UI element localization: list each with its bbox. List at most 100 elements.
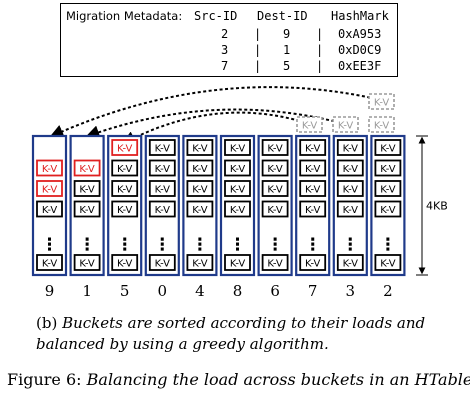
bucket-id-label: 3 — [346, 282, 356, 300]
kv-label: K-V — [192, 205, 208, 216]
row-2-separator: | — [254, 43, 262, 57]
kv-cell — [374, 139, 402, 156]
kv-cell — [148, 139, 176, 156]
ellipsis-dots: ⋮ — [379, 235, 396, 255]
header-src-id: Src-ID — [194, 9, 238, 23]
ghost-kv-label: K-V — [302, 121, 318, 132]
bucket-id-label: 5 — [120, 282, 130, 300]
kv-cell — [73, 254, 101, 271]
migration-arrow — [121, 111, 311, 145]
bucket-id-label: 7 — [308, 282, 318, 300]
kv-label: K-V — [380, 259, 396, 270]
kv-cell — [36, 200, 63, 218]
kv-label: K-V — [155, 185, 171, 196]
kv-label: K-V — [305, 144, 321, 155]
kv-label: K-V — [267, 185, 283, 196]
kv-label: K-V — [267, 205, 283, 216]
bucket-id-label: 9 — [45, 282, 55, 300]
kv-cell — [336, 180, 364, 197]
kv-cell — [186, 254, 214, 271]
kv-label: K-V — [267, 259, 283, 270]
kv-label: K-V — [305, 259, 321, 270]
kv-cell — [148, 254, 176, 271]
migration-metadata-table: Migration Metadata: Src-ID Dest-ID HashM… — [60, 3, 398, 77]
kv-cell — [111, 200, 139, 218]
migrated-kv-cell — [36, 159, 63, 177]
migration-arrow — [49, 86, 382, 138]
ellipsis-dots: ⋮ — [116, 235, 133, 255]
ellipsis-dots: ⋮ — [154, 235, 171, 255]
header-hashmark: HashMark — [331, 9, 389, 23]
row-2-src: 3 — [221, 43, 229, 57]
ellipsis-dots: ⋮ — [267, 235, 284, 255]
kv-cell — [111, 254, 139, 271]
figure-label: Figure 6: — [7, 370, 82, 389]
kv-cell — [299, 180, 327, 197]
row-3-hash: 0xEE3F — [338, 59, 382, 73]
kv-cell — [374, 254, 402, 271]
kv-label: K-V — [267, 144, 283, 155]
kv-cell — [374, 200, 402, 218]
row-2-hash: 0xD0C9 — [338, 43, 382, 57]
ellipsis-dots: ⋮ — [41, 235, 58, 255]
migrated-kv-cell — [36, 180, 63, 197]
ellipsis-dots: ⋮ — [229, 235, 246, 255]
kv-cell — [224, 254, 251, 271]
kv-label: K-V — [42, 205, 58, 216]
kv-label: K-V — [117, 164, 133, 175]
kv-cell — [261, 254, 289, 271]
kv-cell — [73, 200, 101, 218]
header-dest-id: Dest-ID — [257, 9, 308, 23]
migrated-kv-cell — [111, 139, 139, 156]
bucket-id-label: 4 — [195, 282, 205, 300]
kv-label: K-V — [343, 164, 359, 175]
kv-label: K-V — [305, 164, 321, 175]
kv-cell — [186, 180, 214, 197]
migrated-kv-label: K-V — [42, 164, 58, 175]
kv-label: K-V — [117, 185, 133, 196]
kv-label: K-V — [380, 205, 396, 216]
kv-label: K-V — [230, 144, 246, 155]
kv-label: K-V — [305, 185, 321, 196]
kv-cell — [186, 139, 214, 156]
kv-label: K-V — [380, 185, 396, 196]
kv-label: K-V — [230, 205, 246, 216]
kv-cell — [36, 254, 63, 271]
ghost-kv-label: K-V — [374, 121, 390, 132]
ghost-kv-label: K-V — [338, 121, 354, 132]
kv-cell — [336, 159, 364, 177]
bucket-id-label: 2 — [383, 282, 393, 300]
migrated-kv-label: K-V — [117, 144, 133, 155]
kv-cell — [374, 180, 402, 197]
kv-cell — [224, 159, 251, 177]
row-2-dest: 1 — [283, 43, 291, 57]
subfigure-label: (b) — [36, 314, 58, 332]
kv-label: K-V — [305, 205, 321, 216]
ghost-kv-cell — [368, 93, 395, 110]
kv-label: K-V — [343, 205, 359, 216]
ghost-kv-cell — [332, 116, 359, 133]
ellipsis-dots: ⋮ — [191, 235, 208, 255]
kv-label: K-V — [155, 205, 171, 216]
kv-label: K-V — [230, 259, 246, 270]
ghost-kv-cell — [368, 116, 395, 133]
kv-cell — [299, 254, 327, 271]
kv-cell — [111, 159, 139, 177]
kv-cell — [261, 159, 289, 177]
kv-cell — [186, 200, 214, 218]
kv-cell — [336, 200, 364, 218]
kv-label: K-V — [192, 164, 208, 175]
kv-cell — [261, 139, 289, 156]
figure-text: Balancing the load across buckets in an … — [86, 370, 470, 389]
kv-cell — [148, 159, 176, 177]
kv-cell — [299, 139, 327, 156]
kv-cell — [299, 200, 327, 218]
row-3-separator: | — [254, 59, 262, 73]
bucket-id-label: 8 — [233, 282, 243, 300]
kv-cell — [148, 180, 176, 197]
row-1-separator: | — [254, 27, 262, 41]
ghost-kv-cell — [296, 116, 323, 133]
kv-label: K-V — [267, 164, 283, 175]
kv-cell — [111, 180, 139, 197]
ghost-kv-label: K-V — [374, 98, 390, 109]
